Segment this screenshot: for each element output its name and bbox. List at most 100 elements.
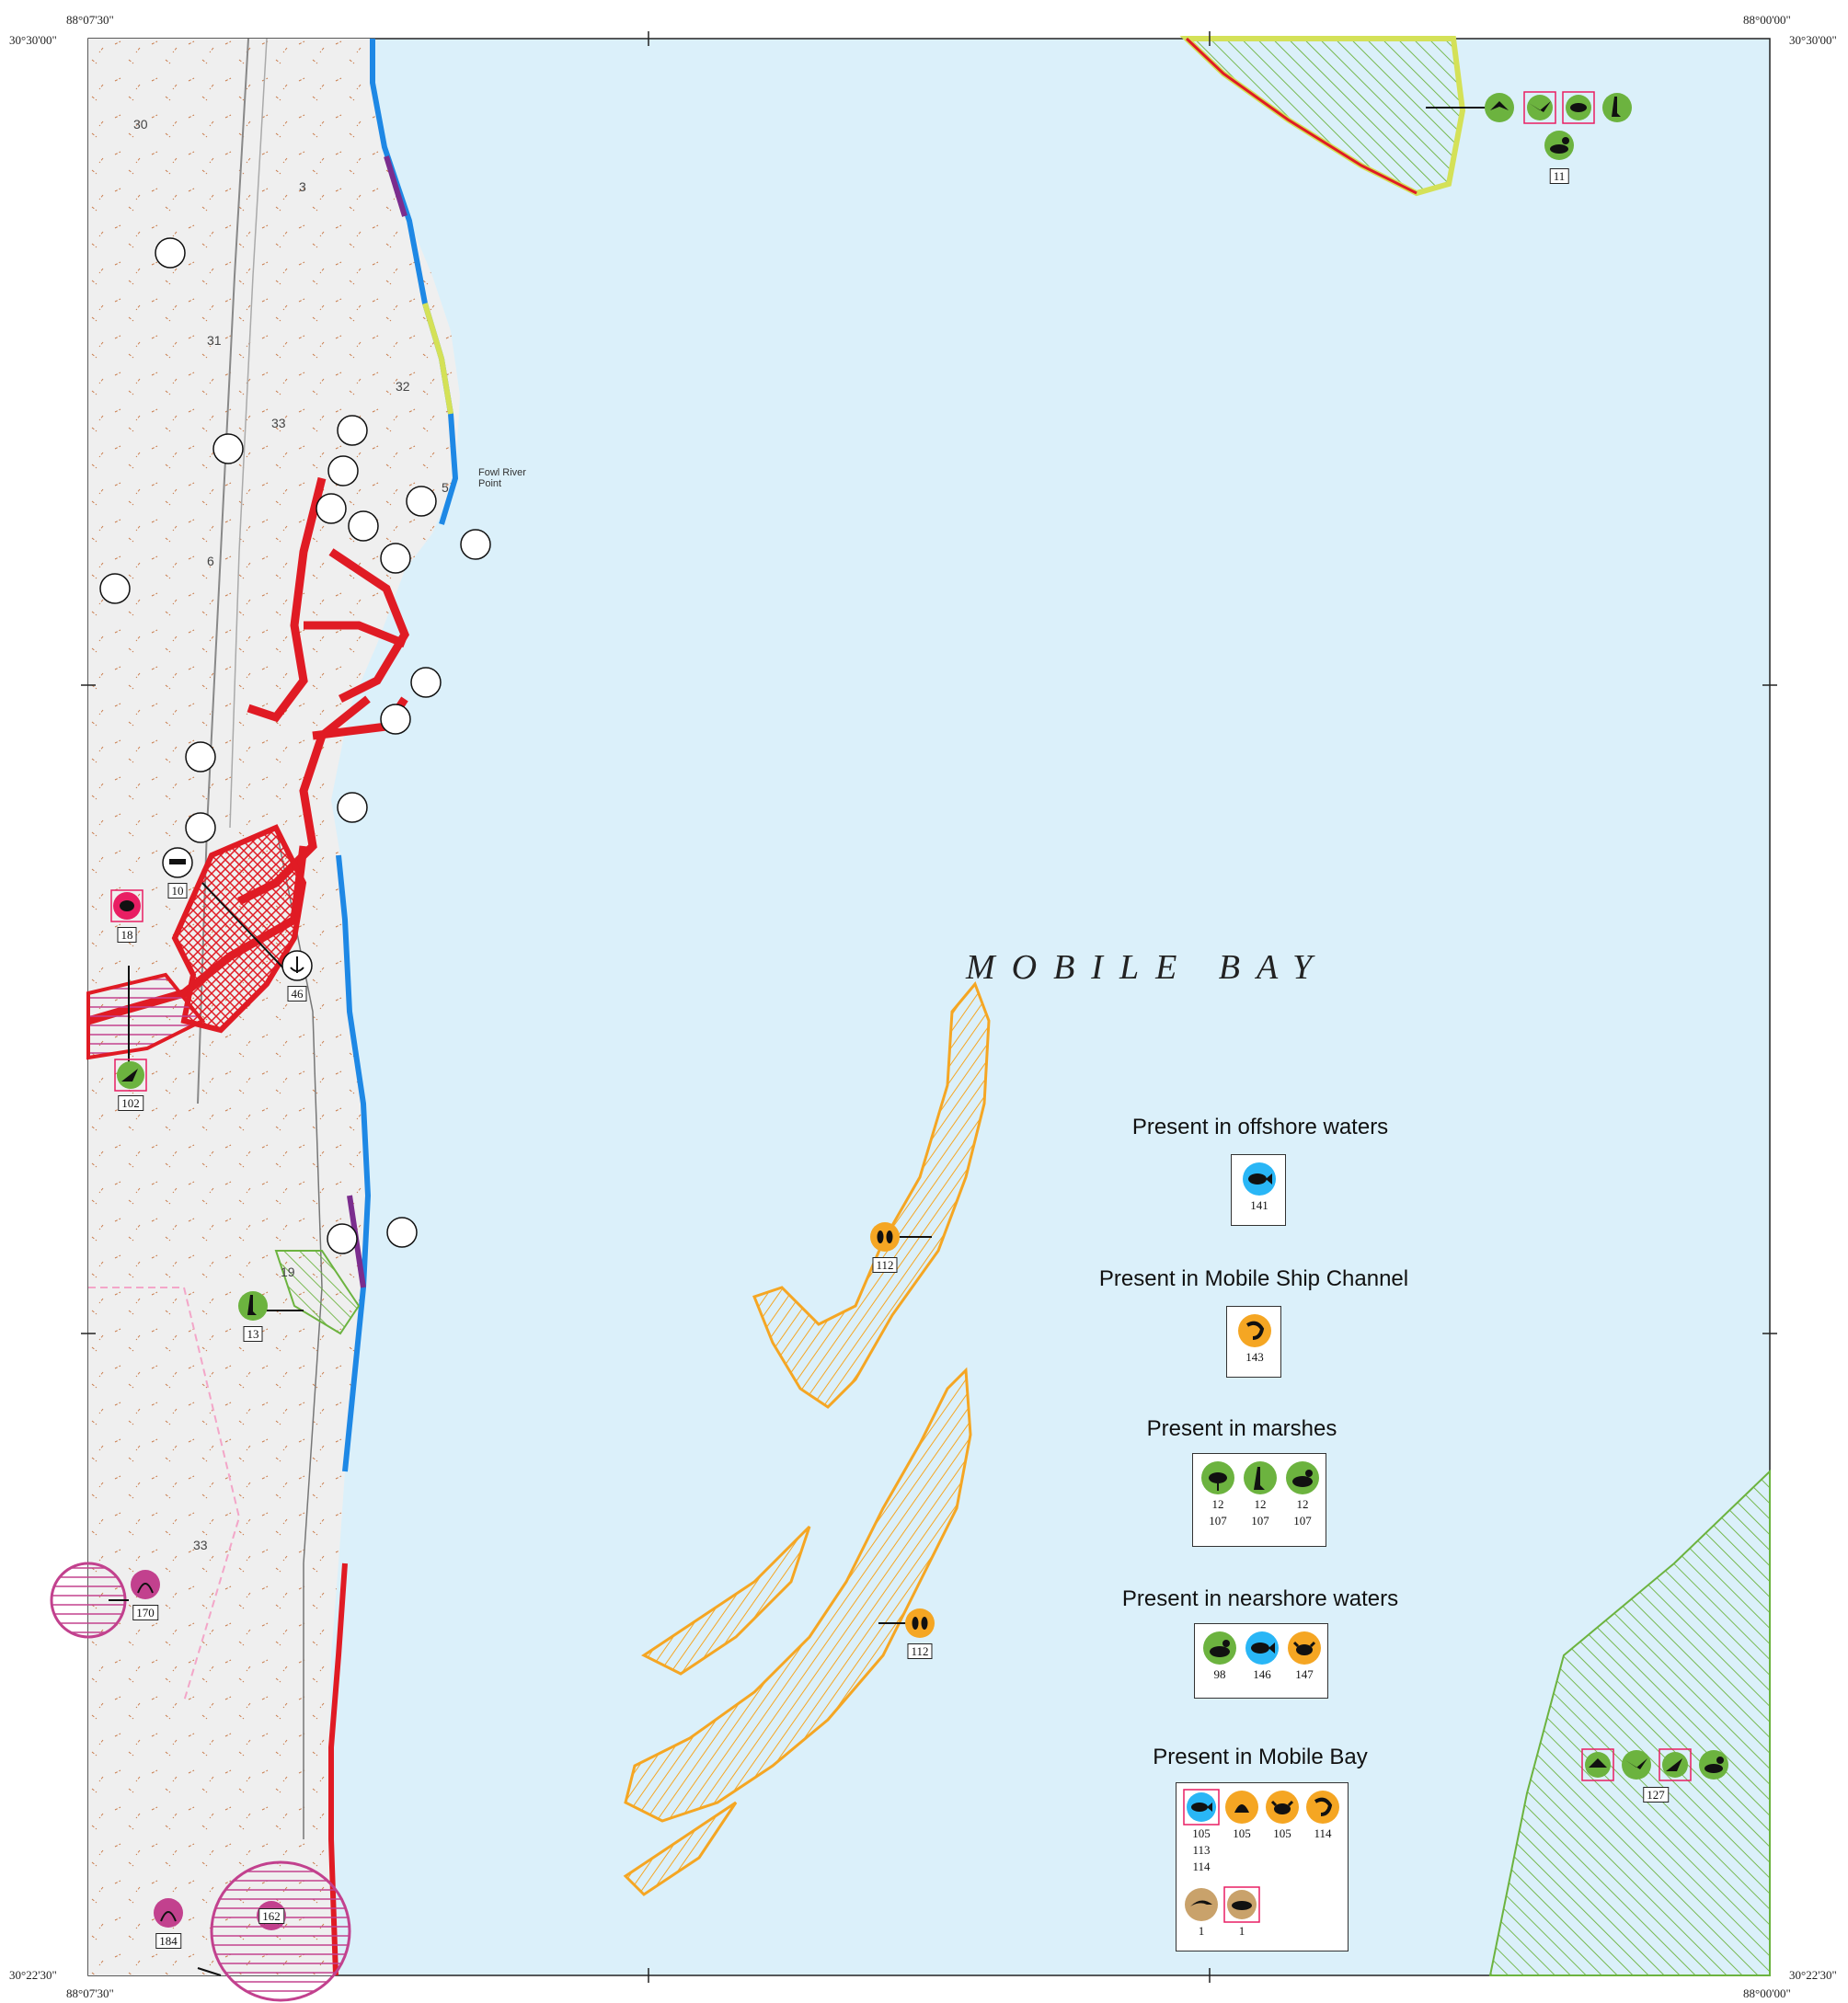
map-tag: 162 [258, 1908, 284, 1924]
shorebird-icon [1562, 91, 1595, 124]
coord-top-left: 88°07'30" [66, 13, 114, 27]
legend-number: 105 [1192, 1826, 1211, 1840]
coord-left-bottom: 30°22'30" [9, 1968, 57, 1982]
coord-top-right: 88°00'00" [1743, 13, 1791, 27]
shorebird-icon [1201, 1461, 1234, 1494]
map-tag: 170 [132, 1605, 158, 1620]
duck-icon [1203, 1631, 1236, 1665]
legend-number: 113 [1192, 1843, 1211, 1857]
section-number: 31 [207, 333, 222, 348]
oyster-icon [1225, 1791, 1258, 1824]
tern-icon [1523, 91, 1556, 124]
place-label-fowl-river-point: Fowl River Point [478, 467, 526, 489]
map-tag: 10 [167, 883, 188, 898]
footprint-icon [905, 1608, 935, 1638]
legend-number: 143 [1245, 1350, 1264, 1364]
section-number: 32 [396, 379, 410, 394]
plant-icon [154, 1898, 183, 1928]
heron-icon [238, 1291, 268, 1321]
legend-number: 105 [1233, 1826, 1251, 1840]
map-tag: 46 [287, 986, 307, 1001]
legend-number: 12 [1211, 1497, 1224, 1511]
section-number: 30 [133, 117, 148, 132]
marsh-network [236, 476, 410, 906]
legend-box-nearshore: 98 146 147 [1194, 1623, 1328, 1699]
heron-icon [1602, 93, 1632, 122]
access-point-icon [99, 237, 244, 843]
shrimp-icon [1238, 1314, 1271, 1347]
crab-icon [1266, 1791, 1299, 1824]
fish-icon [1245, 1631, 1279, 1665]
legend-box-mobile-bay: 105 113 114 105 105 114 1 1 [1176, 1782, 1349, 1951]
cormorant-icon [1485, 93, 1514, 122]
coord-bottom-left: 88°07'30" [66, 1986, 114, 2000]
legend-title-nearshore: Present in nearshore waters [1121, 1586, 1399, 1611]
legend-number: 12 [1296, 1497, 1309, 1511]
section-number: 6 [207, 554, 214, 568]
legend-number: 107 [1293, 1514, 1312, 1528]
legend-title-marshes: Present in marshes [1146, 1416, 1337, 1441]
shrimp-icon [1306, 1791, 1339, 1824]
heron-icon [1244, 1461, 1277, 1494]
map-tag: 102 [118, 1095, 143, 1111]
legend-number: 147 [1295, 1667, 1314, 1681]
map-tag: 18 [117, 927, 137, 943]
coord-right-bottom: 30°22'30" [1789, 1968, 1837, 1982]
red-crosshatch-marsh [171, 824, 307, 1034]
legend-box-ship-channel: 143 [1226, 1306, 1281, 1378]
legend-title-offshore: Present in offshore waters [1131, 1115, 1389, 1139]
oyster-reef-1 [752, 981, 991, 1409]
coord-left-top: 30°30'00" [9, 33, 57, 47]
map-tag: 127 [1643, 1787, 1669, 1803]
map-tag: 13 [243, 1326, 263, 1342]
legend-number: 146 [1253, 1667, 1271, 1681]
legend-number: 98 [1213, 1667, 1226, 1681]
dolphin-icon [1185, 1888, 1218, 1921]
bald-eagle-icon [114, 1059, 147, 1092]
legend-number: 1 [1198, 1924, 1205, 1938]
crab-icon [1288, 1631, 1321, 1665]
anchor-icon [281, 950, 313, 981]
legend-title-mobile-bay: Present in Mobile Bay [1153, 1745, 1368, 1769]
map-tag: 11 [1549, 168, 1569, 184]
section-number: 3 [299, 179, 306, 194]
footprint-icon [870, 1222, 900, 1252]
plant-icon [131, 1570, 160, 1599]
oyster-reef-2 [624, 1367, 972, 1823]
legend-number: 114 [1314, 1826, 1332, 1840]
sea-turtle-icon [110, 889, 143, 922]
legend-number: 114 [1192, 1860, 1211, 1873]
legend-number: 107 [1209, 1514, 1227, 1528]
cormorant-icon [1581, 1748, 1614, 1781]
fish-icon [1243, 1162, 1276, 1196]
legend-number: 1 [1238, 1924, 1245, 1938]
seagrass-area-se [1488, 1469, 1771, 1976]
bald-eagle-icon [1659, 1748, 1692, 1781]
coord-right-top: 30°30'00" [1789, 33, 1837, 47]
duck-icon [1286, 1461, 1319, 1494]
legend-title-ship-channel: Present in Mobile Ship Channel [1098, 1266, 1409, 1291]
bay-name-label: MOBILE BAY [966, 948, 1329, 987]
manatee-icon [1223, 1886, 1260, 1923]
legend-box-offshore: 141 [1231, 1154, 1286, 1226]
coord-bottom-right: 88°00'00" [1743, 1986, 1791, 2000]
legend-number: 105 [1273, 1826, 1291, 1840]
section-number: 33 [193, 1538, 208, 1552]
pink-zone-162 [210, 1860, 351, 2002]
tern-icon [1622, 1750, 1651, 1780]
boat-ramp-icon [162, 847, 193, 878]
map-tag: 112 [872, 1257, 898, 1273]
legend-number: 12 [1254, 1497, 1267, 1511]
fishing-spot-icon [316, 415, 491, 1254]
map-tag: 184 [155, 1933, 181, 1949]
legend-number: 107 [1251, 1514, 1269, 1528]
map-tag: 112 [907, 1643, 933, 1659]
fish-icon [1183, 1789, 1220, 1826]
section-number: 33 [271, 416, 286, 430]
duck-icon [1699, 1750, 1728, 1780]
legend-number: 141 [1250, 1198, 1268, 1212]
legend-box-marshes: 12 107 12 107 12 107 [1192, 1453, 1326, 1547]
section-number: 19 [281, 1265, 295, 1279]
duck-icon [1544, 131, 1574, 160]
